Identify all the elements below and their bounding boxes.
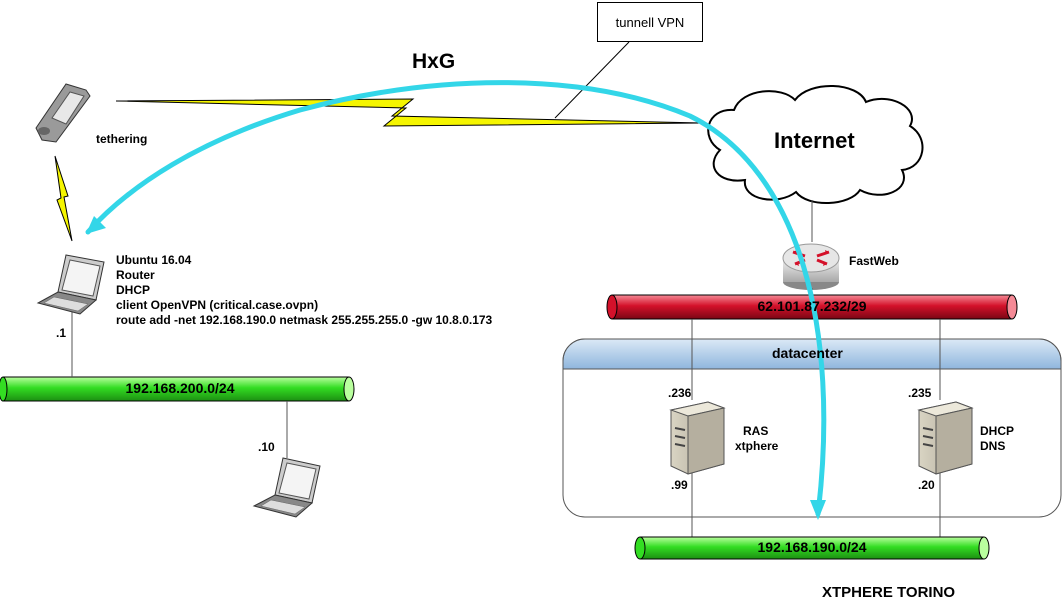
dhcp-server-icon <box>917 401 974 475</box>
home-lan-pipe <box>0 376 355 402</box>
ras-subname: xtphere <box>735 439 779 453</box>
ras-private-ip: .99 <box>671 478 688 492</box>
dhcp-private-ip: .20 <box>918 478 935 492</box>
router-host-line-role-dhcp: DHCP <box>116 283 151 297</box>
router-laptop-icon <box>36 254 105 315</box>
fastweb-label: FastWeb <box>849 254 899 268</box>
datacenter-lan-pipe <box>634 536 990 560</box>
diagram-title: HxG <box>412 50 456 73</box>
internet-label: Internet <box>774 128 855 153</box>
router-host-line-os: Ubuntu 16.04 <box>116 253 192 267</box>
router-host-line-openvpn: client OpenVPN (critical.case.ovpn) <box>116 298 319 312</box>
router-host-line-role-router: Router <box>116 268 155 282</box>
dhcp-public-ip: .235 <box>908 386 932 400</box>
router-host-ip: .1 <box>56 326 67 340</box>
internet-cloud <box>707 85 924 205</box>
router-host-info: Ubuntu 16.04 Router DHCP client OpenVPN … <box>116 253 492 328</box>
client-laptop-ip: .10 <box>258 440 275 454</box>
router-fastweb-icon <box>782 243 840 290</box>
left-network-label: 192.168.200.0/24 <box>125 380 235 396</box>
smartphone-icon <box>35 83 91 143</box>
dhcp-subname: DNS <box>980 439 1006 453</box>
wireless-link-short <box>54 155 73 242</box>
vpn-tunnel-arrow <box>85 80 827 517</box>
tunnel-vpn-box: tunnell VPN <box>597 2 703 42</box>
tunnel-pointer-line <box>554 41 630 119</box>
client-laptop-icon <box>252 457 321 518</box>
wireless-link-long <box>115 98 703 127</box>
right-network-label: 192.168.190.0/24 <box>757 539 867 555</box>
public-network-pipe <box>606 294 1018 320</box>
ras-name: RAS <box>743 424 769 438</box>
ras-server-icon <box>669 401 726 475</box>
router-host-line-route: route add -net 192.168.190.0 netmask 255… <box>116 313 493 327</box>
datacenter-label: datacenter <box>772 345 843 361</box>
public-network-label: 62.101.87.232/29 <box>757 298 867 314</box>
vpn-arrow-head-top <box>86 216 106 234</box>
phone-label: tethering <box>96 132 148 146</box>
vpn-arrow-head-bottom <box>810 500 826 520</box>
dhcp-name: DHCP <box>980 424 1015 438</box>
tunnel-vpn-label: tunnell VPN <box>615 14 685 30</box>
site-label: XTPHERE TORINO <box>822 584 956 601</box>
ras-public-ip: .236 <box>668 386 692 400</box>
